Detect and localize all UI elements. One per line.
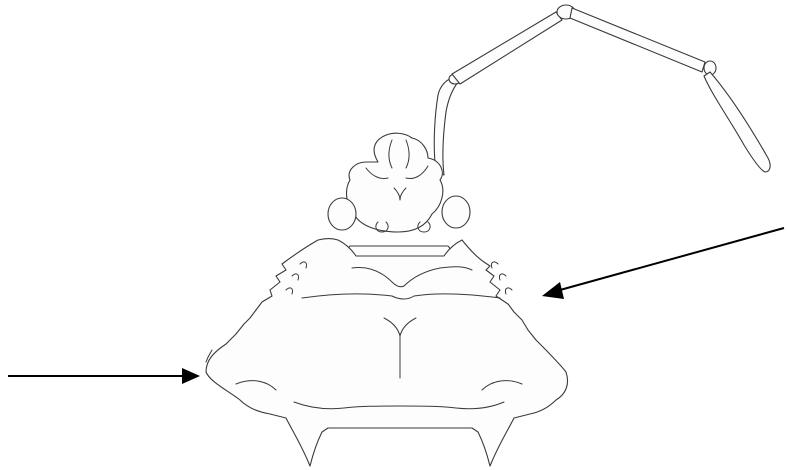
arrow-left-head <box>182 368 200 384</box>
pronotum <box>206 239 568 467</box>
head-front <box>347 133 443 232</box>
antenna-segment-1 <box>434 78 458 175</box>
antenna-segment-3 <box>570 8 705 72</box>
antenna-segment-2 <box>452 12 562 84</box>
antenna-segment-4 <box>704 72 770 172</box>
arrow-right-shaft <box>560 228 784 290</box>
pronotum-outline <box>206 239 568 467</box>
arrow-right-head <box>542 282 564 299</box>
antenna <box>434 5 770 175</box>
head <box>328 133 470 258</box>
compound-eye-right <box>442 196 470 228</box>
arrow-right <box>542 228 784 299</box>
arrow-left <box>8 368 200 384</box>
compound-eye-left <box>328 198 356 230</box>
